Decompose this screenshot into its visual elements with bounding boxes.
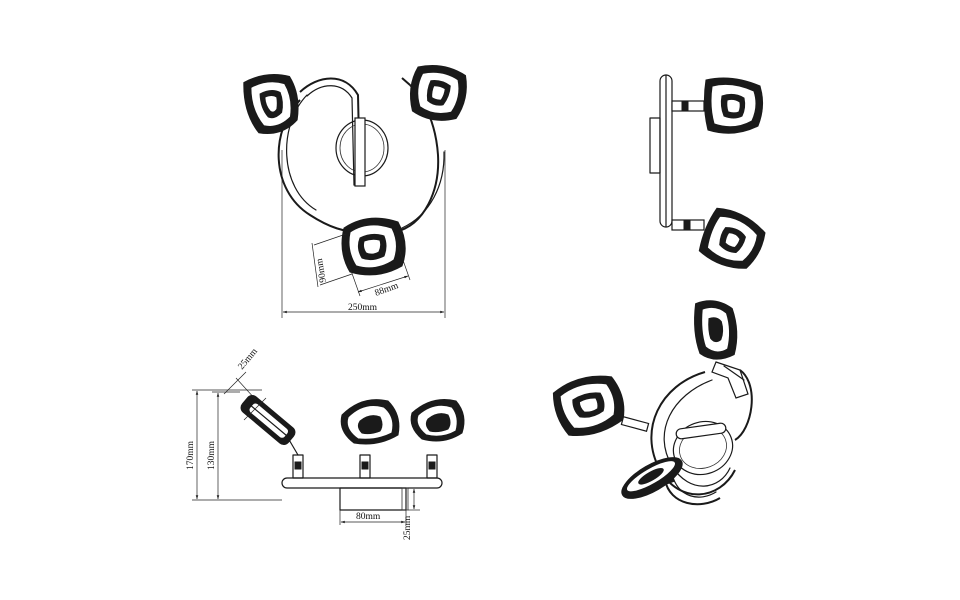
dim-base-width: 80mm — [356, 512, 381, 522]
isometric-view — [552, 300, 753, 506]
side-spot-upper — [703, 77, 764, 134]
side-base-plate — [649, 117, 661, 174]
elevation-spot-tilted — [240, 395, 296, 445]
front-hook-arm — [299, 77, 361, 186]
front-spot-top-left — [243, 74, 299, 134]
elevation-view: 170mm 130mm 25mm 80mm 25mm — [186, 346, 465, 540]
iso-spot-front — [621, 457, 683, 499]
elevation-stem-left — [292, 454, 304, 479]
dim-head-width: 88mm — [374, 281, 401, 299]
dim-head-height: 90mm — [315, 257, 329, 283]
elevation-stem-middle — [359, 454, 371, 479]
elevation-spot-right — [410, 399, 465, 442]
elevation-base — [339, 487, 407, 511]
side-spot-lower — [698, 207, 766, 269]
side-view — [649, 74, 766, 269]
dim-total-height: 170mm — [186, 440, 196, 470]
front-spot-top-right — [409, 64, 467, 121]
iso-spot-top — [694, 300, 738, 360]
elevation-bar — [281, 477, 443, 489]
dim-spot-depth: 25mm — [237, 346, 261, 371]
dim-base-depth: 25mm — [403, 515, 413, 540]
dim-front-width: 250mm — [348, 303, 378, 313]
elevation-stem-right — [426, 454, 438, 479]
front-view: 250mm 90mm 88mm — [243, 64, 467, 318]
iso-spot-left — [552, 375, 625, 437]
front-spot-bottom — [341, 217, 406, 276]
dim-lamp-height: 130mm — [207, 440, 217, 470]
elevation-spot-middle — [340, 399, 400, 445]
